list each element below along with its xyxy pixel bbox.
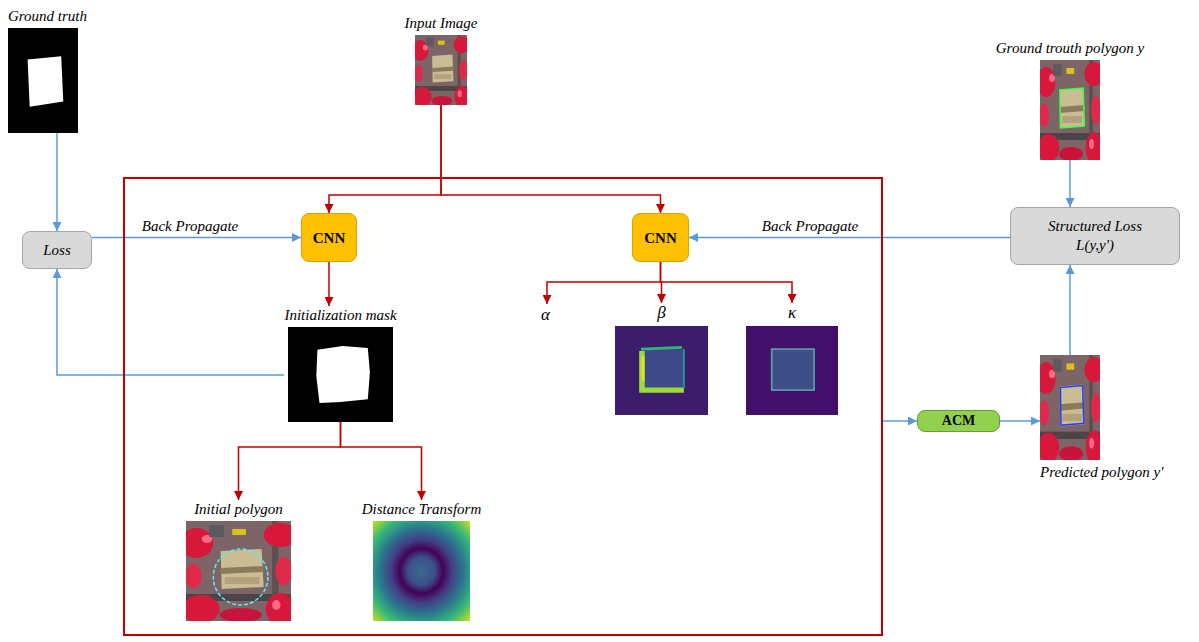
distance-field bbox=[373, 521, 470, 621]
image-area bbox=[8, 28, 78, 133]
connector-arrow bbox=[57, 269, 284, 375]
predicted-polygon-photo bbox=[1036, 355, 1103, 464]
box-label: CNN bbox=[644, 229, 677, 247]
image-panel: Initial polygon bbox=[186, 500, 291, 621]
loss-box: Loss bbox=[22, 231, 92, 269]
connector-arrow bbox=[239, 422, 341, 500]
acm-box: ACM bbox=[917, 410, 1000, 432]
image-panel: κ bbox=[746, 303, 838, 415]
image-caption: κ bbox=[788, 303, 796, 323]
beta-map bbox=[615, 326, 708, 415]
box-label: CNN bbox=[313, 229, 346, 247]
image-caption: Initial polygon bbox=[194, 500, 283, 518]
map-background bbox=[746, 326, 838, 415]
image-area bbox=[186, 521, 291, 621]
aerial-photo bbox=[412, 35, 470, 108]
mask-shape bbox=[316, 346, 370, 403]
image-area bbox=[373, 521, 470, 621]
connector-arrow bbox=[883, 420, 917, 422]
input-photo bbox=[412, 35, 470, 108]
connector-arrow bbox=[689, 237, 1010, 239]
image-panel: Initialization mask bbox=[284, 306, 397, 422]
alpha-branch-line bbox=[547, 282, 660, 304]
image-caption: β bbox=[657, 303, 665, 323]
map-edge bbox=[641, 347, 682, 349]
connector-arrow bbox=[661, 262, 793, 303]
edge-label: Back Propagate bbox=[140, 218, 241, 235]
image-panel: Ground truth bbox=[8, 7, 88, 133]
distance-transform-map bbox=[373, 521, 470, 621]
connector-arrow bbox=[56, 133, 58, 231]
loss-box: Structured Loss L(y,y') bbox=[1010, 207, 1180, 265]
connectors bbox=[57, 105, 1070, 500]
image-caption: Input Image bbox=[405, 14, 478, 32]
aerial-photo bbox=[1036, 355, 1103, 464]
initialization-mask bbox=[288, 327, 393, 422]
image-area bbox=[1040, 60, 1100, 160]
image-caption: Initialization mask bbox=[284, 306, 396, 324]
image-caption: Ground truth bbox=[8, 7, 87, 25]
box-label: Loss bbox=[43, 241, 71, 259]
parameter-label: α bbox=[541, 305, 550, 325]
polygon-outline bbox=[1060, 88, 1085, 128]
image-panel: Input Image bbox=[405, 14, 478, 105]
image-area bbox=[1040, 355, 1100, 460]
image-panel: Predicted polygon y' bbox=[1040, 355, 1164, 481]
polygon-outline bbox=[1060, 385, 1083, 425]
map-edge bbox=[642, 356, 645, 381]
map-edge bbox=[772, 349, 814, 390]
connector-arrow bbox=[329, 105, 441, 213]
map-region bbox=[641, 349, 684, 390]
model-frame: CNN CNN Initialization mask β κInitial polyg… bbox=[123, 177, 883, 636]
mask-background bbox=[8, 28, 78, 133]
edge-label: Back Propagate bbox=[760, 218, 861, 235]
box-label: Structured Loss L(y,y') bbox=[1033, 217, 1158, 255]
image-area bbox=[615, 326, 708, 415]
connector-arrow bbox=[441, 105, 661, 213]
map-region bbox=[772, 349, 814, 390]
map-edge bbox=[642, 351, 684, 390]
connector-arrow bbox=[1069, 265, 1071, 355]
box-label: ACM bbox=[942, 413, 975, 429]
mask-background bbox=[288, 327, 393, 422]
connector-arrow bbox=[1069, 160, 1071, 207]
image-panel: β bbox=[615, 303, 708, 415]
connector-arrow bbox=[341, 422, 422, 500]
cnn-box: CNN bbox=[301, 213, 357, 262]
connector-arrow bbox=[1000, 420, 1040, 422]
connector-arrow bbox=[328, 262, 330, 306]
image-caption: Predicted polygon y' bbox=[1040, 463, 1163, 481]
image-panel: Distance Transform bbox=[362, 500, 482, 621]
initial-polygon-photo bbox=[180, 521, 298, 625]
image-caption: Distance Transform bbox=[362, 500, 482, 518]
image-area bbox=[746, 326, 838, 415]
ground-truth-polygon-photo bbox=[1036, 60, 1103, 164]
image-area bbox=[415, 35, 467, 105]
initial-contour bbox=[213, 549, 268, 605]
kappa-map bbox=[746, 326, 838, 415]
aerial-photo bbox=[1036, 60, 1103, 164]
image-caption: Ground trouth polygon y bbox=[996, 39, 1144, 57]
ground-truth-mask bbox=[8, 28, 78, 133]
map-background bbox=[615, 326, 708, 415]
image-area bbox=[288, 327, 393, 422]
aerial-photo bbox=[180, 521, 298, 625]
cnn-box: CNN bbox=[632, 213, 689, 262]
map-edge bbox=[683, 349, 685, 388]
image-panel: Ground trouth polygon y bbox=[996, 39, 1145, 160]
mask-shape bbox=[28, 56, 64, 106]
